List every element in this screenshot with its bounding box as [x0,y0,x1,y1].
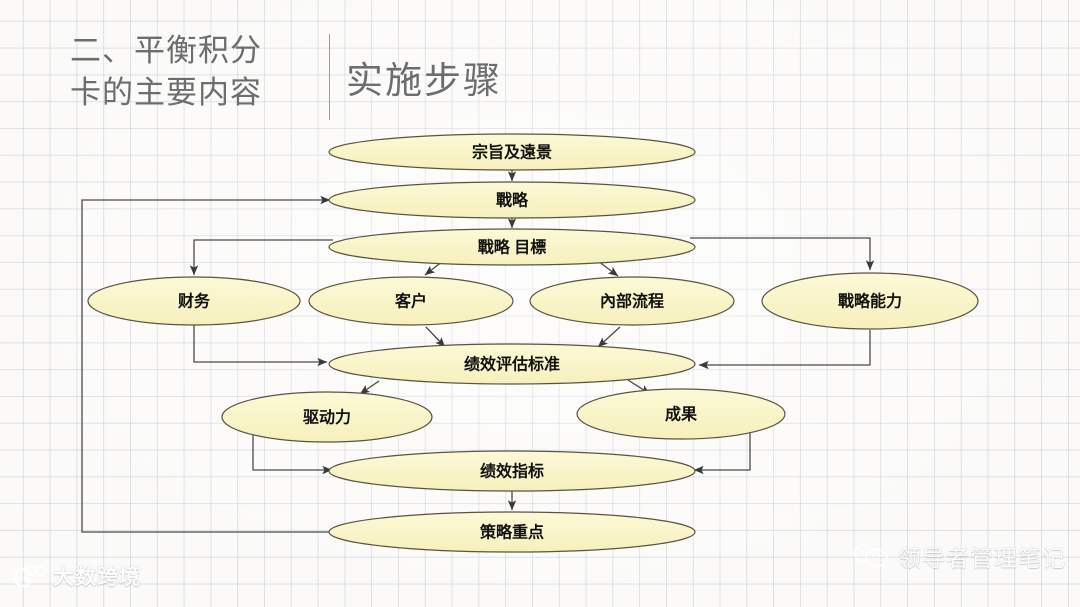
connector-layer [81,170,875,533]
node-results[interactable] [576,388,786,440]
node-label-drivers: 驱动力 [303,408,351,427]
node-label-priorities: 策略重点 [479,523,544,542]
edge-finance-criteria [193,325,328,367]
edge-priorities-strategy-feedback [81,195,333,533]
node-priorities[interactable] [328,511,696,553]
watermark-left: 大数跨境 [12,561,141,591]
edge-drivers-kpi [252,432,333,475]
node-customer[interactable] [308,276,514,326]
node-finance[interactable] [87,276,301,326]
edge-objectives-capability [690,237,875,271]
title-divider [329,34,330,120]
dashu-logo-icon [13,565,46,588]
edge-results-kpi [693,430,751,475]
node-label-capability: 戰略能力 [838,292,902,311]
watermark-right: 领导者管理笔记 [853,539,1066,573]
node-objectives[interactable] [328,228,696,266]
node-criteria[interactable] [328,343,696,385]
node-kpi[interactable] [328,450,696,492]
page-title-right: 实施步骤 [346,61,502,102]
edge-capability-criteria [698,330,871,370]
node-label-objectives: 戰略 目標 [478,238,546,257]
watermark-right-label: 领导者管理笔记 [898,546,1066,571]
node-process[interactable] [529,276,735,326]
node-label-criteria: 绩效评估标准 [464,355,560,374]
node-capability[interactable] [761,272,979,330]
node-label-strategy: 戰略 [496,191,529,210]
page-title-left: 二、平衡积分 卡的主要内容 [70,30,322,114]
node-label-vision: 宗旨及遠景 [472,143,552,162]
node-label-kpi: 绩效指标 [480,462,544,481]
node-label-finance: 财务 [177,292,211,311]
node-label-process: 內部流程 [600,292,664,311]
node-label-customer: 客户 [395,292,427,311]
page-title-left-line1: 二、平衡积分 [70,33,262,68]
node-label-results: 成果 [665,405,697,424]
slide-title-block: 二、平衡积分 卡的主要内容 实施步骤 [70,30,630,140]
edge-process-criteria [597,326,621,348]
edge-criteria-drivers [359,380,380,395]
node-vision[interactable] [328,133,696,171]
page-title-left-line2: 卡的主要内容 [70,75,262,110]
node-strategy[interactable] [328,181,696,219]
node-layer [87,133,979,553]
watermark-left-label: 大数跨境 [53,566,141,589]
edge-customer-criteria [425,326,446,348]
wechat-icon [853,543,888,568]
edge-objectives-process [597,260,619,277]
node-drivers[interactable] [221,391,433,443]
edge-objectives-finance [189,239,333,276]
